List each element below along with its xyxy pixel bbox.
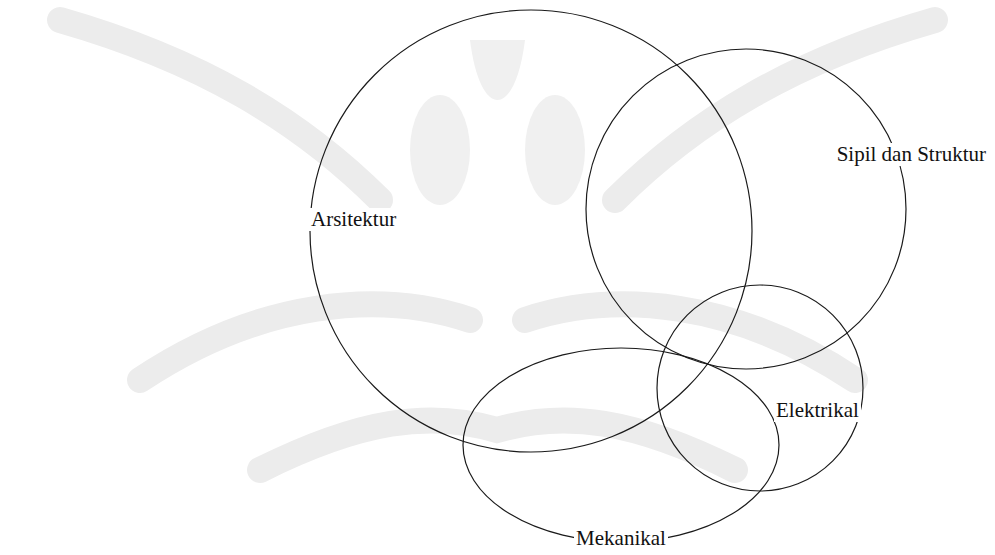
watermark-shape bbox=[525, 95, 585, 205]
watermark-stroke bbox=[60, 20, 380, 200]
discipline-label: Sipil dan Struktur bbox=[835, 143, 988, 166]
discipline-label: Elektrikal bbox=[774, 399, 861, 422]
circle-outline bbox=[462, 347, 780, 543]
discipline-circle: Elektrikal bbox=[656, 284, 864, 492]
watermark-stroke bbox=[525, 304, 855, 380]
watermark-stroke bbox=[140, 304, 470, 380]
discipline-circle: Sipil dan Struktur bbox=[585, 48, 907, 370]
circle-outline bbox=[585, 48, 907, 370]
watermark-stroke bbox=[260, 420, 735, 470]
circle-line bbox=[657, 285, 863, 491]
discipline-label: Arsitektur bbox=[309, 208, 398, 231]
discipline-label: Mekanikal bbox=[574, 527, 668, 550]
watermark-shape bbox=[410, 95, 470, 205]
watermark-shape bbox=[470, 40, 525, 100]
discipline-circle: Arsitektur bbox=[309, 9, 753, 453]
discipline-circle: Mekanikal bbox=[462, 347, 780, 543]
circle-line bbox=[586, 49, 906, 369]
circle-line bbox=[310, 10, 752, 452]
watermark-stroke bbox=[615, 20, 935, 200]
circle-line bbox=[463, 348, 779, 542]
circle-outline bbox=[656, 284, 864, 492]
